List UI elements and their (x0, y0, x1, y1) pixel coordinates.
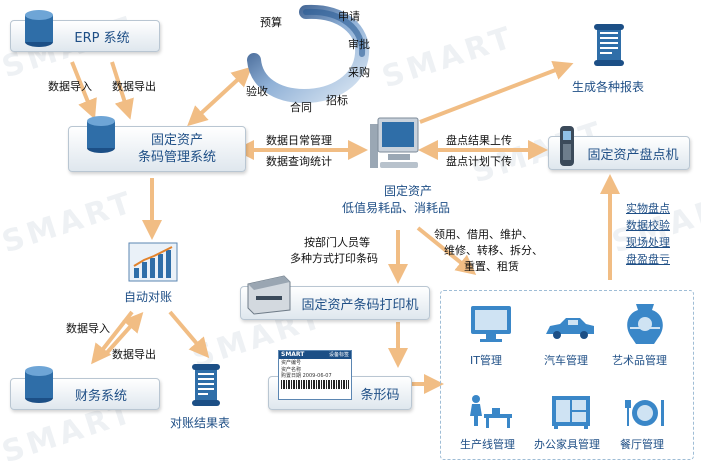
arrow-erp-to-fams (110, 61, 134, 120)
finance-system-label: 财务系统 (74, 388, 127, 404)
scanner-link-surplus-loss[interactable]: 盘盈盘亏 (626, 253, 670, 266)
asset-categories-panel (440, 290, 694, 460)
finance-export-label: 数据导出 (112, 348, 156, 361)
barcode-label: 条形码 (360, 387, 400, 403)
dining-icon[interactable] (624, 396, 666, 430)
cycle-step: 合同 (290, 101, 312, 114)
arrow-finance-reconcile (102, 312, 144, 358)
query-stats-label: 数据查询统计 (266, 155, 332, 168)
category-label-it: IT管理 (470, 354, 502, 367)
category-label-car: 汽车管理 (544, 354, 588, 367)
print-label-line2: 多种方式打印条码 (290, 252, 378, 265)
vase-icon[interactable] (624, 302, 666, 346)
barcode-stripes (281, 380, 349, 389)
database-icon (25, 366, 53, 403)
report-scroll-icon (594, 24, 624, 66)
fams-system-label-line2: 条码管理系统 (137, 150, 216, 165)
database-icon (87, 116, 115, 153)
barcode-card-row: 资产名称 (281, 367, 302, 373)
ops-label-line3: 重置、租赁 (464, 260, 519, 273)
arrow-center-categories (416, 226, 477, 276)
production-line-icon[interactable] (462, 394, 514, 430)
scanner-link-physical-count[interactable]: 实物盘点 (626, 202, 670, 215)
reports-label: 生成各种报表 (572, 80, 645, 94)
category-label-production: 生产线管理 (460, 438, 515, 451)
arrow-center-reports (419, 60, 574, 124)
barcode-card-date: 2009-06-07 (302, 373, 332, 379)
cycle-step: 招标 (326, 94, 348, 107)
daily-mgmt-label: 数据日常管理 (266, 134, 332, 147)
category-label-furniture: 办公家具管理 (534, 438, 600, 451)
erp-import-label: 数据导入 (48, 80, 92, 93)
procurement-cycle-ring (247, 4, 370, 104)
computer-icon (370, 117, 419, 168)
center-label-line2: 低值易耗品、消耗品 (342, 201, 451, 215)
erp-system-label: ERP 系统 (74, 30, 130, 46)
ops-label-line1: 领用、借用、维护、 (434, 228, 533, 241)
finance-import-label: 数据导入 (66, 322, 110, 335)
report-scroll-icon (192, 364, 220, 406)
arrow-reconcile-report (168, 310, 210, 359)
chart-icon (128, 242, 178, 282)
scanner-link-onsite[interactable]: 现场处理 (626, 236, 670, 249)
reconcile-label: 自动对账 (124, 290, 173, 304)
scanner-label: 固定资产盘点机 (587, 147, 679, 163)
label-printer-icon (247, 275, 291, 315)
cycle-step: 验收 (246, 85, 268, 98)
handheld-scanner-icon (560, 126, 574, 166)
center-label-line1: 固定资产 (384, 184, 433, 198)
scanner-link-data-check[interactable]: 数据校验 (626, 219, 670, 232)
upload-label: 盘点结果上传 (446, 134, 512, 147)
fams-system-label-line1: 固定资产 (150, 133, 203, 148)
cycle-step: 审批 (348, 38, 370, 51)
arrow-fams-cycle (187, 66, 252, 127)
arrow-fams-to-erp (70, 61, 97, 120)
cycle-step: 采购 (348, 66, 370, 79)
barcode-card-title: 设备标签 (328, 352, 349, 358)
category-label-art: 艺术品管理 (612, 354, 667, 367)
car-icon[interactable] (544, 316, 596, 342)
monitor-icon[interactable] (468, 304, 514, 344)
database-icon (25, 10, 53, 47)
cabinet-icon[interactable] (550, 394, 592, 430)
recon-report-label: 对账结果表 (170, 416, 231, 430)
barcode-card-brand: SMART (281, 351, 305, 358)
barcode-card-row: 资产编号 (281, 360, 302, 366)
barcode-card-row: 购置日期 (281, 373, 302, 379)
download-label: 盘点计划下传 (446, 155, 512, 168)
barcode-label-card: SMART 设备标签 资产编号 资产名称 购置日期 2009-06-07 (278, 350, 352, 400)
cycle-step: 预算 (260, 16, 282, 29)
erp-export-label: 数据导出 (112, 80, 156, 93)
category-label-dining: 餐厅管理 (620, 438, 664, 451)
printer-label: 固定资产条码打印机 (301, 297, 419, 313)
ops-label-line2: 维修、转移、拆分、 (444, 244, 543, 257)
cycle-step: 申请 (338, 10, 360, 23)
print-label-line1: 按部门人员等 (304, 236, 370, 249)
